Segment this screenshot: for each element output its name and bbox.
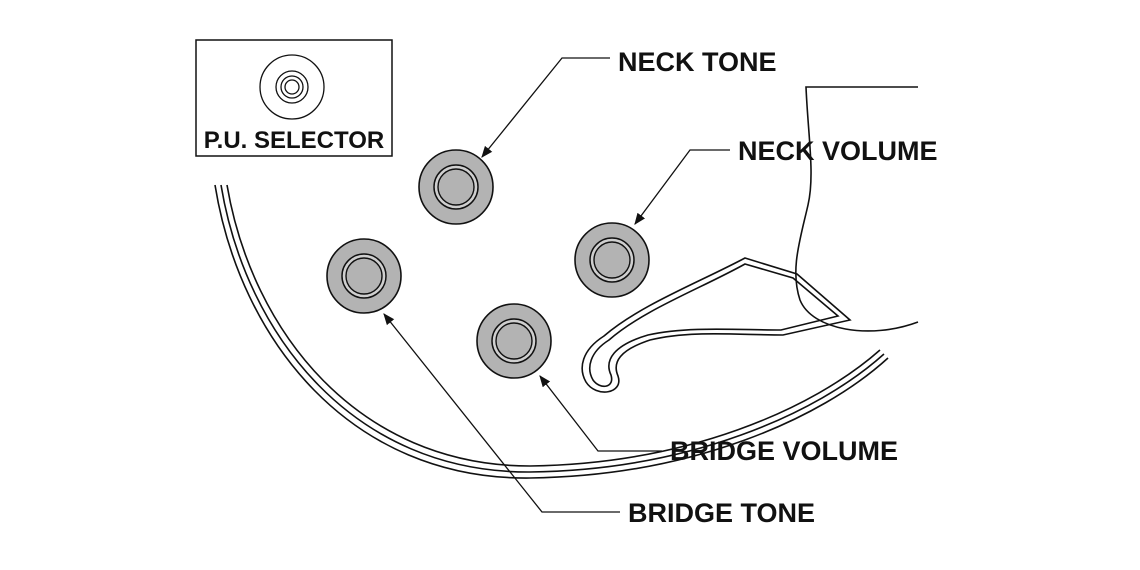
bridge-tone-leader-arrow [383, 313, 620, 513]
pu-selector-box: P.U. SELECTOR [195, 39, 393, 157]
bridge-volume-label: BRIDGE VOLUME [670, 436, 898, 466]
pu-selector-label: P.U. SELECTOR [204, 127, 385, 154]
neck-volume-leader-arrow [634, 149, 730, 225]
pu-selector-switch-icon [259, 54, 325, 120]
neck-tone-leader-arrow [481, 57, 610, 158]
f-hole [581, 257, 852, 393]
neck-volume-label: NECK VOLUME [738, 136, 938, 166]
bridge-volume-knob [476, 303, 552, 379]
neck-tone-knob [418, 149, 494, 225]
neck-tone-label: NECK TONE [618, 47, 777, 77]
bridge-tone-knob [326, 238, 402, 314]
bridge-volume-leader-arrow [539, 375, 662, 452]
bridge-tone-label: BRIDGE TONE [628, 498, 815, 528]
guitar-body-edge [214, 184, 889, 479]
neck-joint-outline [795, 86, 919, 332]
neck-volume-knob [574, 222, 650, 298]
